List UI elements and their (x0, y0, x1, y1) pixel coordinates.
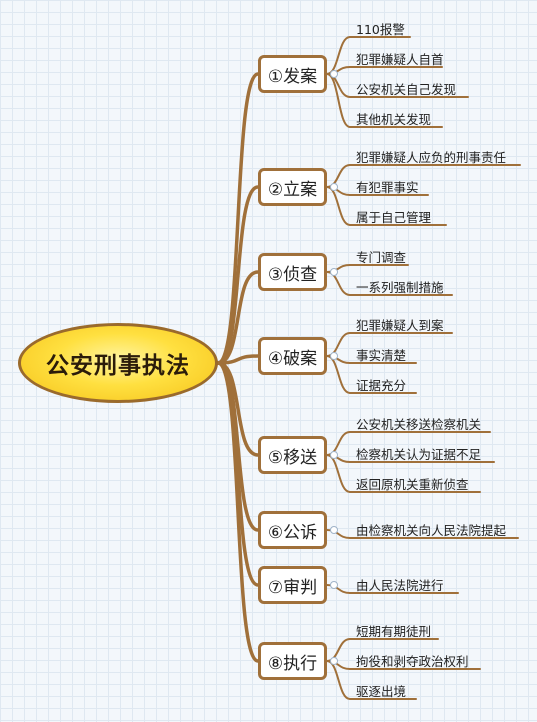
leaf-node[interactable]: 其他机关发现 (356, 112, 432, 127)
connector-line (216, 361, 260, 587)
connector-line (326, 164, 351, 188)
connector-line (326, 186, 351, 226)
branch-node-8[interactable]: ⑧执行 (258, 642, 327, 680)
leaf-node[interactable]: 一系列强制措施 (356, 280, 444, 295)
collapse-dot[interactable] (330, 183, 338, 191)
leaf-node[interactable]: 由检察机关向人民法院提起 (356, 523, 507, 538)
leaf-node[interactable]: 有犯罪事实 (356, 180, 419, 195)
leaf-node[interactable]: 专门调查 (356, 250, 407, 265)
branch-node-7[interactable]: ⑦审判 (258, 566, 327, 604)
leaf-node[interactable]: 事实清楚 (356, 348, 407, 363)
leaf-node[interactable]: 短期有期徒刑 (356, 624, 432, 639)
connector-line (326, 454, 351, 493)
connector-line (326, 529, 351, 539)
leaf-node[interactable]: 犯罪嫌疑人到案 (356, 318, 444, 333)
collapse-dot[interactable] (330, 451, 338, 459)
root-node[interactable]: 公安刑事执法 (18, 323, 218, 403)
branch-node-4[interactable]: ④破案 (258, 337, 327, 375)
leaf-node[interactable]: 属于自己管理 (356, 210, 432, 225)
connector-line (326, 355, 351, 394)
branch-node-5[interactable]: ⑤移送 (258, 436, 327, 474)
connector-line (326, 271, 351, 296)
connector-line (216, 72, 260, 365)
connector-line (326, 36, 351, 75)
leaf-node[interactable]: 检察机关认为证据不足 (356, 447, 482, 462)
connector-line (326, 584, 351, 594)
collapse-dot[interactable] (330, 526, 338, 534)
branch-node-1[interactable]: ①发案 (258, 55, 327, 93)
leaf-node[interactable]: 由人民法院进行 (356, 578, 444, 593)
leaf-node[interactable]: 返回原机关重新侦查 (356, 477, 469, 492)
leaf-node[interactable]: 公安机关移送检察机关 (356, 417, 482, 432)
connector-line (326, 73, 351, 128)
leaf-node[interactable]: 110报警 (356, 22, 405, 37)
leaf-node[interactable]: 证据充分 (356, 378, 407, 393)
branch-node-3[interactable]: ③侦查 (258, 253, 327, 291)
connector-line (216, 270, 260, 365)
leaf-node[interactable]: 拘役和剥夺政治权利 (356, 654, 469, 669)
connector-line (216, 361, 260, 663)
connector-line (326, 431, 351, 456)
connector-line (326, 638, 351, 662)
connector-line (326, 332, 351, 357)
leaf-node[interactable]: 公安机关自己发现 (356, 82, 457, 97)
leaf-node[interactable]: 犯罪嫌疑人应负的刑事责任 (356, 150, 507, 165)
collapse-dot[interactable] (330, 268, 338, 276)
leaf-node[interactable]: 驱逐出境 (356, 684, 407, 699)
collapse-dot[interactable] (330, 581, 338, 589)
connector-line (326, 660, 351, 700)
branch-node-2[interactable]: ②立案 (258, 168, 327, 206)
collapse-dot[interactable] (330, 657, 338, 665)
branch-node-6[interactable]: ⑥公诉 (258, 511, 327, 549)
connector-line (326, 73, 351, 98)
collapse-dot[interactable] (330, 352, 338, 360)
leaf-node[interactable]: 犯罪嫌疑人自首 (356, 52, 444, 67)
connector-line (216, 185, 260, 365)
collapse-dot[interactable] (330, 70, 338, 78)
